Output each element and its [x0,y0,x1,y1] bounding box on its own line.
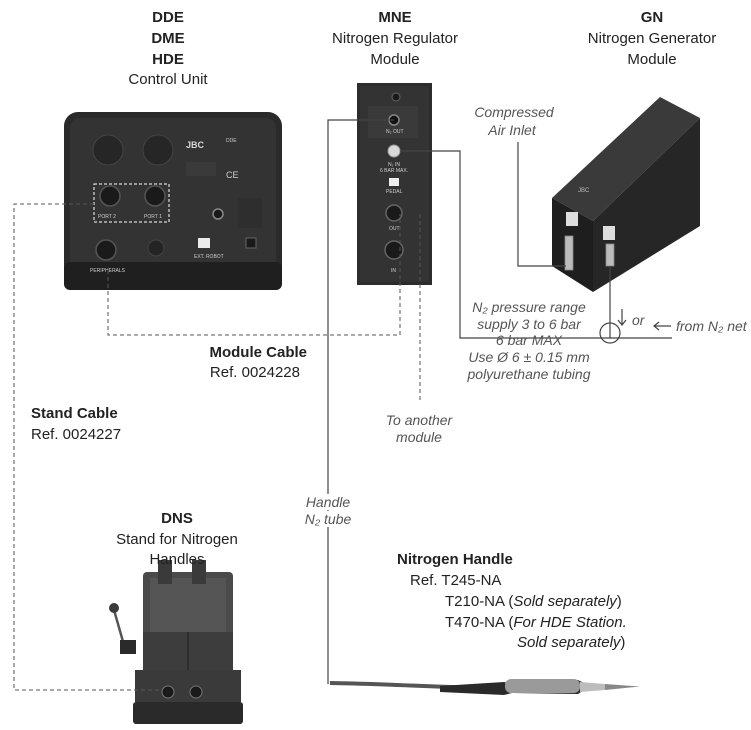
gn-module-image: JBC [552,97,700,292]
mne-n2-in-label: N₂ IN [388,162,400,168]
control-unit-model-1: DDE [152,9,184,26]
gn-subtitle-1: Nitrogen Generator [587,30,717,47]
down-arrow-icon [617,309,627,326]
left-arrow-icon [653,321,671,331]
gn-n2-outlet-fitting[interactable] [605,243,615,267]
nitrogen-handle-alt-1: T210-NA (Sold separately) [445,591,622,612]
dns-code: DNS [161,510,193,527]
stand-cable-title: Stand Cable [31,405,118,422]
alt-2-open: ( [504,614,514,631]
control-unit-subtitle: Control Unit [128,71,208,88]
mne-module-image: N₂ OUT N₂ IN 6 BAR MAX. PEDAL OUT IN [357,83,432,285]
mne-out-connector[interactable] [385,204,403,222]
dns-connector-1[interactable] [161,685,175,699]
compressed-air-line [517,142,566,267]
earth-jack[interactable] [212,208,224,220]
nitrogen-handle-image [329,679,640,695]
gn-air-inlet-fitting[interactable] [564,235,574,271]
port-2-label: PORT 2 [98,214,116,220]
alt-2-note-2: Sold separately [517,634,621,651]
compressed-air-label-2: Air Inlet [488,122,536,138]
to-another-module-2: module [396,429,442,445]
compressed-air-label-1: Compressed [474,104,554,120]
mne-n2-in-sub-label: 6 BAR MAX. [380,168,408,174]
mne-out-label: OUT [389,226,400,232]
module-cable-title: Module Cable [209,344,307,361]
dns-connector-2[interactable] [189,685,203,699]
pressure-note-2: supply 3 to 6 bar [477,316,581,332]
ce-mark: CE [226,170,239,180]
module-cable-line [107,214,401,336]
dns-subtitle-2: Handles [149,551,205,568]
gn-brand: JBC [578,188,590,194]
control-unit-model-label: DDE [226,138,237,144]
nitrogen-handle-alt-2: T470-NA (For HDE Station. [445,612,627,633]
n2-supply-tube-line [400,150,672,339]
handle-tube-label-2: N₂ tube [304,511,352,527]
pressure-note-5: polyurethane tubing [467,366,591,382]
port-2-connector[interactable] [99,185,121,207]
nitrogen-handle-ref: Ref. T245-NA [410,572,502,589]
mne-n2-out-label: N₂ OUT [386,129,404,135]
stand-cable-ref: Ref. 0024227 [31,426,122,443]
control-unit-image: JBC DDE CE PORT 2 PORT 1 PERIPHERALS EXT… [64,112,282,290]
alt-2-close: ) [620,634,626,651]
control-unit-model-3: HDE [152,51,184,68]
alt-1-note: Sold separately [513,593,617,610]
pedal-port[interactable] [389,178,399,186]
port-1-label: PORT 1 [144,214,162,220]
dns-subtitle-1: Stand for Nitrogen [116,531,238,548]
stand-cable-line [13,203,160,691]
junction-circle [599,322,621,344]
alt-1-close: ) [616,593,622,610]
alt-2-note-1: For HDE Station. [513,614,627,631]
to-another-module-1: To another [385,412,453,428]
mne-subtitle-1: Nitrogen Regulator [332,30,458,47]
robot-label: EXT. ROBOT [194,254,224,260]
pressure-note-4: Use Ø 6 ± 0.15 mm [468,349,590,365]
pressure-note-3: 6 bar MAX [495,332,563,348]
mne-subtitle-2: Module [370,51,420,68]
nitrogen-handle-title: Nitrogen Handle [397,551,513,568]
alt-1-code: T210-NA [445,593,505,610]
pressure-note-1: N₂ pressure range [472,299,586,315]
mne-pedal-label: PEDAL [386,189,403,195]
or-label: or [632,312,645,328]
robot-port[interactable] [198,238,210,248]
gn-code: GN [640,9,664,26]
mne-code: MNE [378,9,412,26]
alt-2-code: T470-NA [445,614,505,631]
peripherals-connector[interactable] [95,239,117,261]
handle-tube-label-1: Handle [305,494,351,510]
nitrogen-handle-alt-2-cont: Sold separately) [517,632,625,653]
module-cable-ref: Ref. 0024228 [209,364,300,381]
mne-in-label: IN [391,268,396,274]
mne-in-connector[interactable] [384,240,404,260]
control-unit-brand: JBC [186,140,205,150]
control-unit-model-2: DME [151,30,185,47]
from-n2-net-label: from N₂ net [676,318,747,334]
alt-1-open: ( [504,593,514,610]
usb-port[interactable] [245,237,257,249]
n2-in-fitting[interactable] [387,144,401,158]
gn-subtitle-2: Module [627,51,677,68]
dns-stand-image [109,560,243,724]
port-1-connector[interactable] [144,185,166,207]
